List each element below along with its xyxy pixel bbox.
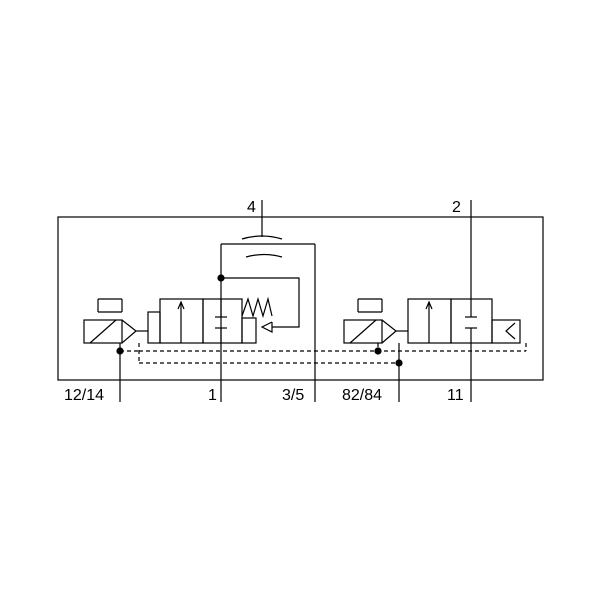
right-end-pilot-box [491, 319, 521, 344]
valve-housing [57, 216, 544, 381]
right-flow-arrow-head [425, 300, 433, 310]
restrictor-lower-arc [245, 253, 283, 258]
feedback-line [221, 277, 300, 328]
left-spring-plate [241, 317, 257, 344]
junction-dot [217, 274, 225, 282]
left-valve-square-2 [202, 298, 243, 344]
left-solenoid-coil [83, 319, 123, 344]
port-4-label: 4 [247, 199, 256, 216]
right-pilot-dot [374, 347, 382, 355]
right-pilot-arrow [381, 319, 397, 344]
port-1-label: 1 [208, 387, 217, 404]
restrictor-upper-arc [241, 235, 283, 240]
port-82-84-dot [395, 359, 403, 367]
port-3-5-label: 3/5 [282, 387, 304, 404]
port-12-14-dot [116, 347, 124, 355]
left-pilot-arrow [121, 319, 137, 344]
right-end-pilot-arrow [505, 322, 516, 340]
right-solenoid-slash [349, 319, 377, 344]
port-11-label: 11 [447, 387, 464, 404]
port-82-84-label: 82/84 [342, 387, 382, 404]
left-flow-arrow-head [177, 300, 185, 310]
left-spring-pilot-arrow [260, 321, 273, 333]
right-solenoid-coil [343, 319, 383, 344]
port-12-14-label: 12/14 [64, 387, 104, 404]
left-solenoid-slash [89, 319, 117, 344]
left-return-spring [241, 296, 273, 319]
port-2-label: 2 [452, 199, 461, 216]
left-actuator-plate [147, 311, 161, 344]
